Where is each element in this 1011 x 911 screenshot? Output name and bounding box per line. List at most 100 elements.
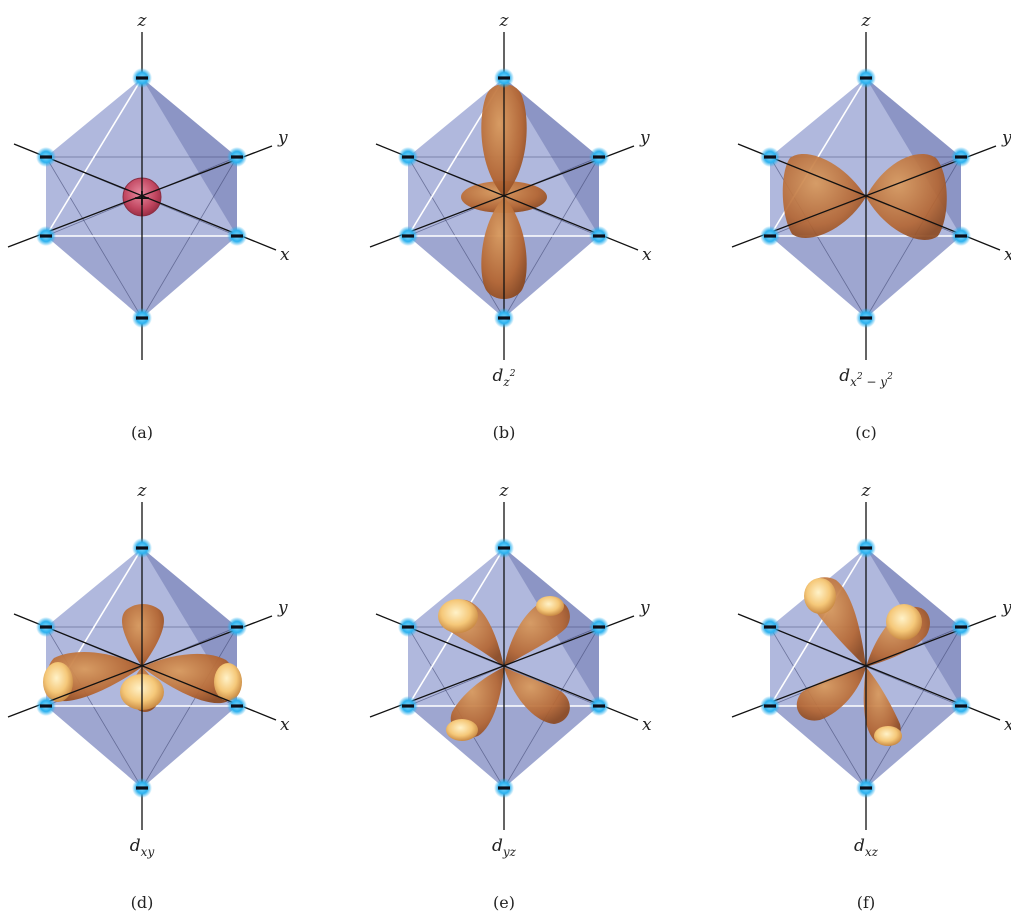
x-axis-label: x [642,245,652,265]
ligand-charge [398,696,418,716]
ligand-charge [589,147,609,167]
minus-sign-icon [231,625,243,629]
ligand-charge [856,538,876,558]
panel-e: zyx dyz (e) [369,481,652,911]
caption-e: (e) [493,893,515,911]
minus-sign-icon [231,704,243,708]
minus-sign-icon [231,234,243,238]
minus-sign-icon [498,316,510,320]
y-axis-label: y [277,598,288,618]
minus-sign-icon [136,76,148,80]
minus-sign-icon [498,786,510,790]
minus-sign-icon [764,155,776,159]
ligands [36,68,247,328]
minus-sign-icon [860,546,872,550]
ligand-charge [132,308,152,328]
ligand-charge [227,617,247,637]
minus-sign-icon [593,625,605,629]
ligand-charge [494,538,514,558]
minus-sign-icon [402,234,414,238]
ligand-charge [951,617,971,637]
minus-sign-icon [593,704,605,708]
octahedron-edge [45,156,143,319]
ligand-charge [494,308,514,328]
ligands [398,538,609,798]
minus-sign-icon [955,155,967,159]
minus-sign-icon [498,546,510,550]
caption-a: (a) [131,423,153,442]
ligand-charge [951,147,971,167]
ligand-charge [856,308,876,328]
x-axis-label: x [280,715,290,735]
panel-d: z y x dxy (d) [7,481,290,911]
ligand-charge [951,696,971,716]
octahedron-edge [141,156,238,319]
octahedron-edge [141,626,238,789]
minus-sign-icon [402,704,414,708]
minus-sign-icon [593,234,605,238]
ligand-charge [856,68,876,88]
ligand-charge [132,68,152,88]
minus-sign-icon [498,76,510,80]
ligands [398,68,609,328]
minus-sign-icon [40,234,52,238]
orbital-dxy [43,604,242,712]
orbital-label-dz2: dz2 [493,366,516,389]
ligand-charge [36,147,56,167]
ligand-charge [36,696,56,716]
ligand-charge [494,68,514,88]
minus-sign-icon [40,704,52,708]
minus-sign-icon [860,316,872,320]
minus-sign-icon [136,316,148,320]
minus-sign-icon [402,625,414,629]
ligand-charge [227,696,247,716]
ligand-charge [760,696,780,716]
ligand-charge [589,617,609,637]
z-axis-label: z [137,481,148,501]
panel-c: zyx dx2 − y2 (c) [731,11,1011,442]
ligand-charge [494,778,514,798]
x-axis-label: x [1004,715,1011,735]
minus-sign-icon [402,155,414,159]
orbital-label-dx2-y2: dx2 − y2 [839,366,893,389]
ligand-charge [132,538,152,558]
caption-b: (b) [493,423,516,442]
orbital-label-dxy: dxy [130,836,155,859]
orbital-dxz [796,577,930,746]
minus-sign-icon [955,625,967,629]
minus-sign-icon [860,76,872,80]
minus-sign-icon [40,625,52,629]
minus-sign-icon [231,155,243,159]
ligand-charge [589,226,609,246]
ligand-charge [951,226,971,246]
ligand-charge [36,226,56,246]
z-axis-label: z [137,11,148,31]
z-axis-label: z [861,11,872,31]
ligand-charge [36,617,56,637]
panel-a: + zyx (a) [7,11,290,442]
y-axis-label: y [639,598,650,618]
minus-sign-icon [955,234,967,238]
caption-d: (d) [131,893,154,911]
panel-f: zyx dxz (f) [731,481,1011,911]
ligand-charge [856,778,876,798]
ligand-charge [398,226,418,246]
ligand-charge [132,778,152,798]
minus-sign-icon [764,234,776,238]
ligands [760,68,971,328]
orbital-label-dxz: dxz [854,836,879,859]
panel-b: zyx dz2 (b) [369,11,652,442]
minus-sign-icon [136,786,148,790]
z-axis-label: z [861,481,872,501]
x-axis-label: x [280,245,290,265]
ligand-charge [760,617,780,637]
ligand-charge [760,226,780,246]
ligands [36,538,247,798]
ligand-charge [227,147,247,167]
octahedron-edge-highlight [45,77,143,237]
caption-c: (c) [855,423,876,442]
caption-f: (f) [857,893,875,911]
orbital-label-dyz: dyz [492,836,517,859]
y-axis-label: y [1001,128,1011,148]
